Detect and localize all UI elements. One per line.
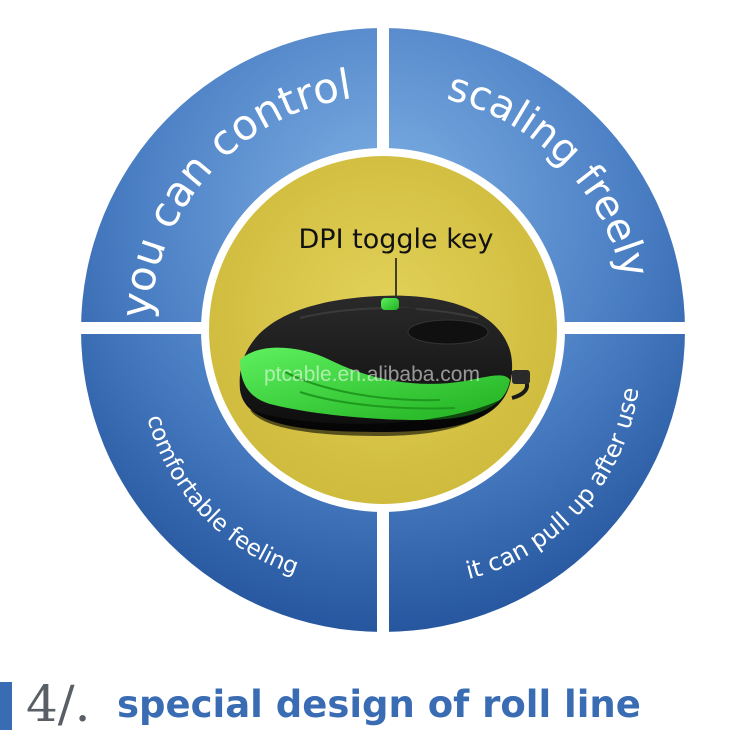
section-number: 4/. [26, 675, 91, 733]
watermark-text: ptcable.en.alibaba.com [264, 363, 480, 386]
mouse-illustration [239, 295, 530, 436]
dpi-toggle-key-icon [381, 298, 399, 310]
section-title: special design of roll line [117, 683, 641, 726]
footer-heading: 4/. special design of roll line [0, 675, 751, 736]
mouse-green-grip [240, 347, 510, 420]
footer-accent-bar [0, 682, 12, 730]
feature-wheel: you can control scaling freely comfortab… [81, 28, 685, 632]
dpi-toggle-callout: DPI toggle key [299, 224, 494, 255]
